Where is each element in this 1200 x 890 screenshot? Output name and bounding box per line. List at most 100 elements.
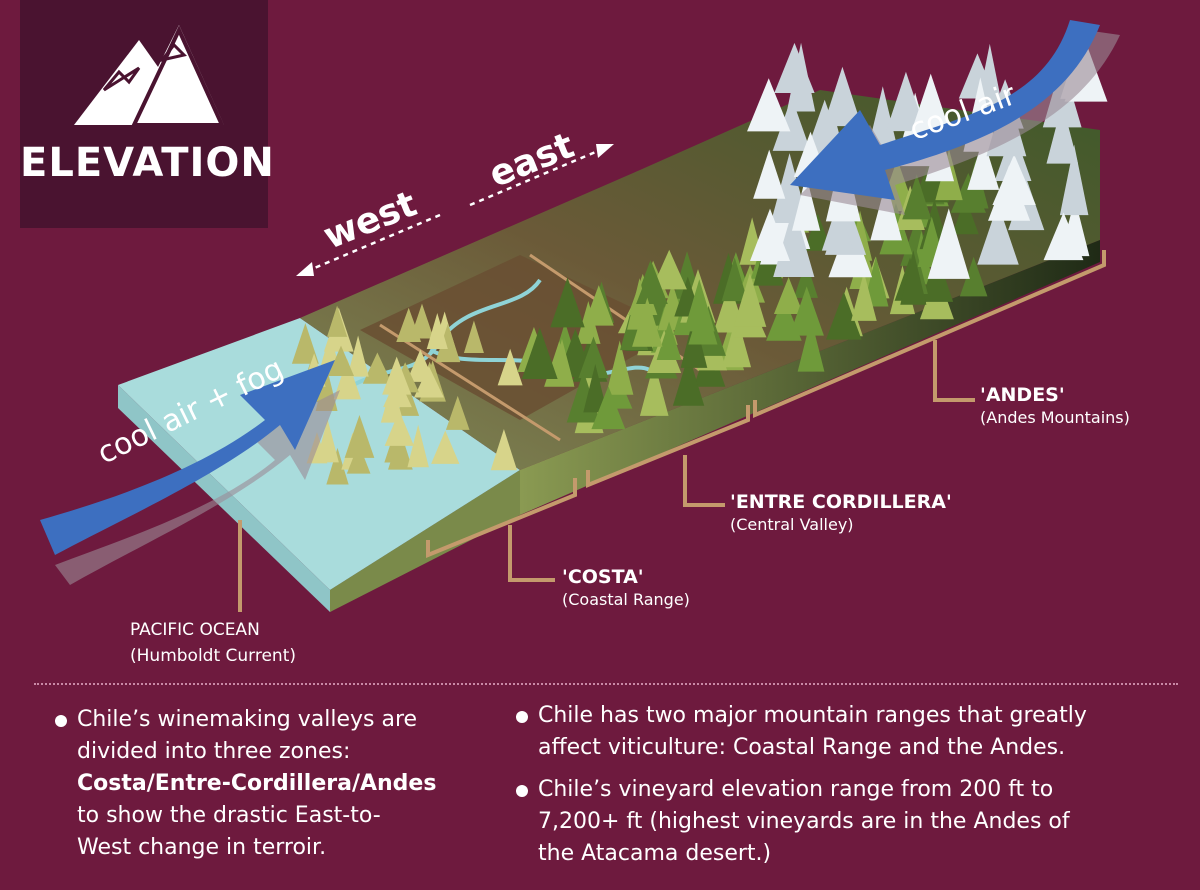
ocean-name: PACIFIC OCEAN — [130, 620, 260, 640]
east-arrow — [469, 144, 614, 207]
snow-peak — [1043, 212, 1084, 261]
tree — [651, 249, 687, 290]
tree — [380, 382, 404, 423]
tree — [497, 348, 523, 386]
andes-name: 'ANDES' — [980, 384, 1065, 406]
tree — [344, 414, 375, 458]
tree — [789, 286, 824, 336]
tree — [291, 323, 319, 364]
tree — [327, 305, 348, 337]
snow-peak — [821, 203, 854, 251]
costa-name: 'COSTA' — [562, 566, 644, 588]
tree — [863, 256, 889, 307]
cool-air-arrow — [790, 20, 1120, 215]
tree — [672, 354, 705, 406]
notes-right: Chile has two major mountain ranges that… — [516, 700, 1166, 878]
tree — [959, 256, 988, 297]
andes-bracket — [753, 250, 1106, 419]
cool-air-fog-arrow — [40, 360, 340, 585]
tree — [413, 366, 444, 398]
snow-peaks — [747, 41, 1108, 279]
tree — [347, 335, 369, 377]
tree — [793, 260, 818, 298]
tree — [445, 395, 470, 430]
entre-cordillera-name: 'ENTRE CORDILLERA' — [730, 491, 952, 513]
tree — [490, 429, 518, 471]
snow-peak — [791, 175, 821, 231]
ocean-sub: (Humboldt Current) — [130, 646, 297, 666]
snow-peak — [867, 86, 898, 150]
mountain-icon — [74, 25, 224, 127]
tree — [721, 257, 748, 302]
tree — [950, 172, 986, 213]
tree — [683, 279, 715, 332]
tree — [326, 447, 349, 485]
tree — [773, 277, 804, 314]
tree — [550, 277, 585, 328]
tree — [591, 386, 626, 430]
costa-sub: (Coastal Range) — [562, 590, 690, 609]
entre-leader — [683, 455, 725, 507]
tree — [851, 272, 877, 321]
zone-brackets — [238, 250, 1106, 612]
tree — [384, 410, 414, 446]
tree — [606, 340, 634, 395]
tree — [803, 213, 832, 251]
tree — [900, 250, 927, 305]
snow-peak — [988, 165, 1031, 221]
tree — [583, 285, 614, 326]
bullet-dot — [516, 785, 528, 797]
tree — [431, 430, 460, 464]
dotted-divider — [34, 683, 1178, 685]
tree — [636, 263, 668, 304]
snow-peak — [927, 208, 970, 279]
tree — [388, 430, 413, 470]
andes-sub: (Andes Mountains) — [980, 408, 1130, 427]
andes-leader — [933, 340, 975, 402]
snow-peak — [1059, 144, 1089, 216]
tree — [578, 336, 609, 379]
entre-bracket — [586, 405, 750, 488]
bullet-ranges: Chile has two major mountain ranges that… — [516, 700, 1166, 764]
bullet-zones: Chile’s winemaking valleys are divided i… — [55, 704, 485, 864]
snow-peak — [886, 71, 926, 132]
snow-peak — [772, 97, 811, 151]
snow-peak — [977, 203, 1019, 265]
entre-cordillera-sub: (Central Valley) — [730, 515, 854, 534]
snow-peak — [774, 42, 815, 93]
tree — [333, 359, 362, 400]
tree — [327, 345, 354, 377]
elevation-badge: ELEVATION — [20, 0, 275, 228]
bullet-dot — [516, 711, 528, 723]
bullet-elevation-range: Chile’s vineyard elevation range from 20… — [516, 774, 1166, 870]
snow-peak — [753, 149, 786, 199]
tree — [407, 424, 429, 468]
tree — [902, 174, 932, 220]
tree — [639, 361, 669, 416]
tree — [521, 327, 558, 380]
tree — [583, 363, 608, 413]
costa-bracket — [426, 478, 577, 558]
tree — [346, 443, 371, 474]
tree — [722, 314, 752, 368]
notes-left: Chile’s winemaking valleys are divided i… — [55, 704, 485, 872]
tree — [426, 312, 448, 350]
tree — [656, 321, 682, 361]
badge-title: ELEVATION — [20, 140, 275, 186]
zones-bold: Costa/Entre-Cordillera/Andes — [77, 771, 437, 796]
tree — [396, 307, 422, 343]
tree — [435, 323, 461, 363]
tree — [797, 318, 825, 372]
forest — [291, 143, 989, 485]
tree — [952, 197, 979, 235]
tree — [826, 291, 862, 340]
snow-peak — [823, 66, 862, 127]
costa-leader — [508, 525, 555, 582]
tree — [463, 320, 484, 353]
west-arrow — [296, 213, 441, 276]
tree — [733, 273, 767, 327]
tree — [382, 356, 412, 395]
tree — [362, 352, 393, 384]
